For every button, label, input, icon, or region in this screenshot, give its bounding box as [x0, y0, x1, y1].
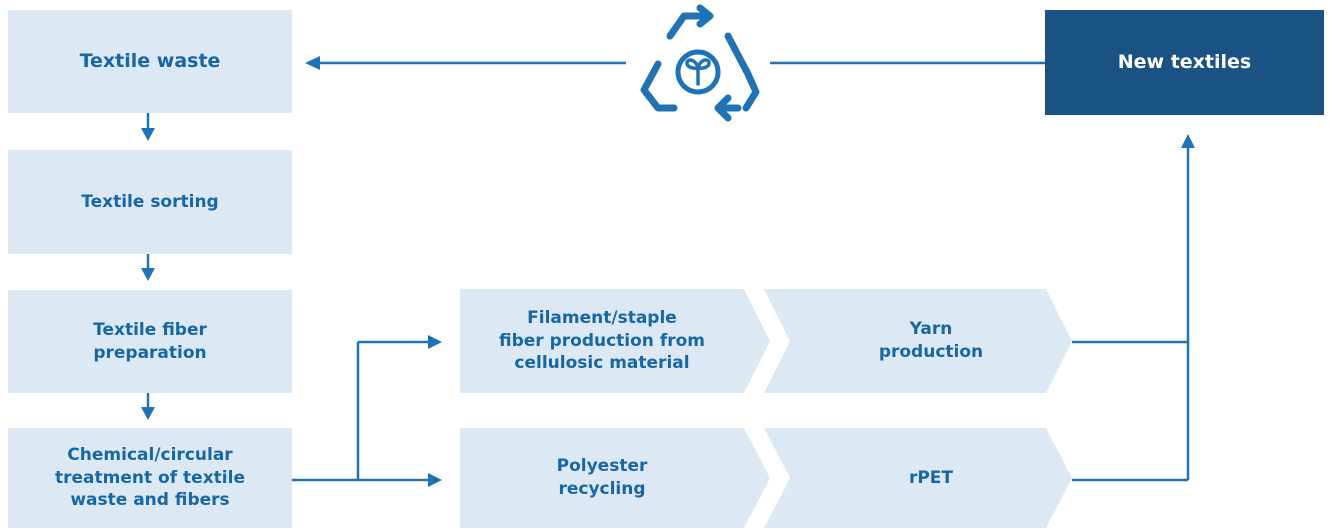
- box-textile-waste: Textile waste: [8, 10, 292, 113]
- box-chemical-treatment-label: Chemical/circular treatment of textile w…: [55, 444, 245, 511]
- arrow-outputs-to-new-textiles: [1072, 134, 1195, 482]
- arrow-sorting-to-preparation: [141, 254, 155, 281]
- box-new-textiles-label: New textiles: [1117, 50, 1252, 73]
- box-textile-sorting-label: Textile sorting: [81, 191, 219, 212]
- box-chemical-treatment: Chemical/circular treatment of textile w…: [8, 428, 292, 528]
- arrow-preparation-to-treatment: [141, 393, 155, 420]
- box-filament-production-label: Filament/staple fiber production from ce…: [498, 307, 705, 374]
- box-rpet-label: rPET: [908, 467, 954, 488]
- box-textile-waste-label: Textile waste: [79, 49, 221, 72]
- box-rpet: rPET: [764, 428, 1072, 528]
- box-polyester-recycling-label: Polyester recycling: [556, 456, 648, 499]
- box-fiber-preparation-label: Textile fiber preparation: [93, 319, 207, 363]
- arrow-treatment-to-branches: [292, 335, 442, 487]
- arrow-new-textiles-to-waste: [305, 56, 1045, 70]
- box-filament-production: Filament/staple fiber production from ce…: [460, 289, 770, 393]
- box-polyester-recycling: Polyester recycling: [460, 428, 770, 528]
- box-yarn-production-label: Yarn production: [878, 319, 984, 362]
- box-yarn-production: Yarn production: [764, 289, 1072, 393]
- arrow-waste-to-sorting: [141, 113, 155, 141]
- box-fiber-preparation: Textile fiber preparation: [8, 290, 292, 393]
- box-textile-sorting: Textile sorting: [8, 150, 292, 254]
- box-new-textiles: New textiles: [1045, 10, 1324, 115]
- recycle-leaf-icon: [640, 4, 760, 122]
